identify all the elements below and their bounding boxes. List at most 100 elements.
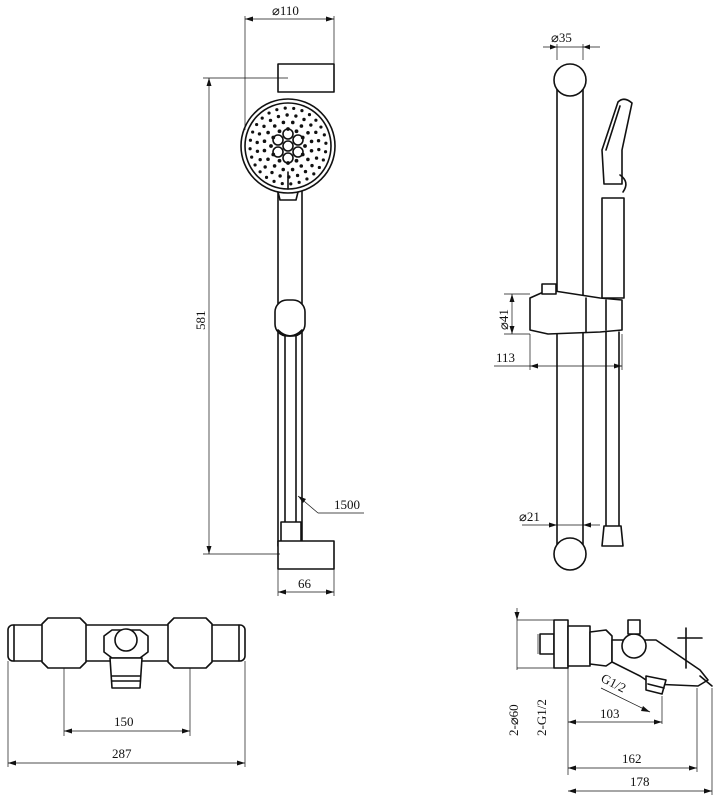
label-spout-reach: 103 xyxy=(600,706,620,721)
nozzle-dot xyxy=(321,158,325,162)
side-hand-shower xyxy=(601,98,633,185)
label-total-width: 287 xyxy=(112,746,132,761)
nozzle-dot xyxy=(303,144,307,148)
label-head-diameter: ⌀110 xyxy=(272,3,299,18)
label-rail-diameter: ⌀35 xyxy=(551,30,572,45)
dim-hose-length: 1500 xyxy=(297,495,364,514)
side-handle-body xyxy=(589,629,613,667)
nozzle-dot xyxy=(316,139,321,143)
dim-slider-diameter: ⌀41 xyxy=(496,293,530,335)
dim-spout-reach: 103 xyxy=(567,668,663,775)
dim-rail-diameter: ⌀35 xyxy=(543,30,600,60)
nozzle-dot xyxy=(306,157,310,162)
nozzle-dot xyxy=(248,147,252,151)
dim-body-depth: 162 xyxy=(568,688,698,772)
nozzle-dot xyxy=(262,124,266,129)
rail-tube xyxy=(277,189,303,547)
nozzle-dot xyxy=(255,149,260,153)
nozzle-dot xyxy=(257,132,262,136)
label-outlet-thread: G1/2 xyxy=(599,670,629,695)
nozzle-dot xyxy=(306,130,310,135)
dim-escutcheon: 2-⌀60 xyxy=(506,608,554,736)
side-bottom-cap xyxy=(553,537,587,571)
nozzle-dot xyxy=(302,117,306,122)
nozzle-dot xyxy=(269,144,273,148)
nozzle-dot xyxy=(294,129,299,134)
nozzle-dot xyxy=(255,140,259,145)
label-slider-diameter: ⌀41 xyxy=(496,309,511,330)
nozzle-dot xyxy=(258,157,262,162)
side-view-mixer xyxy=(539,619,713,695)
nozzle-dot xyxy=(264,175,269,179)
label-hose-length: 1500 xyxy=(334,497,360,512)
nozzle-dot xyxy=(281,167,286,172)
nozzle-dot xyxy=(297,180,301,184)
nozzle-dot xyxy=(272,179,276,183)
nozzle-dot xyxy=(267,111,271,115)
nozzle-dot xyxy=(312,172,316,176)
nozzle-dot xyxy=(277,158,282,163)
label-escutcheon: 2-⌀60 xyxy=(506,704,521,736)
shower-nozzles xyxy=(248,106,328,186)
nozzle-flower xyxy=(272,128,304,164)
nozzle-dot xyxy=(290,167,295,172)
nozzle-dot xyxy=(290,120,295,125)
nozzle-dot xyxy=(266,157,270,162)
nozzle-dot xyxy=(314,130,318,135)
nozzle-dot xyxy=(277,129,282,134)
label-hose-diameter: ⌀21 xyxy=(519,509,540,524)
nozzle-dot xyxy=(248,138,253,142)
nozzle-dot xyxy=(266,130,270,135)
nozzle-dot xyxy=(280,181,284,186)
nozzle-dot xyxy=(281,120,286,125)
nozzle-dot xyxy=(251,130,255,134)
nozzle-dot xyxy=(292,106,296,111)
nozzle-dot xyxy=(314,118,318,122)
label-total-depth: 178 xyxy=(630,774,650,789)
side-body xyxy=(567,625,591,667)
nozzle-dot xyxy=(324,141,328,145)
side-view-shower-rail xyxy=(529,63,633,571)
nozzle-dot xyxy=(253,163,257,167)
dim-hose-diameter: ⌀21 xyxy=(519,509,600,528)
nozzle-dot xyxy=(300,109,304,113)
nozzle-dot xyxy=(260,116,264,120)
nozzle-dot xyxy=(322,133,326,137)
dim-head-diameter: ⌀110 xyxy=(244,3,335,130)
nozzle-dot xyxy=(309,139,314,144)
dim-inlet-thread: 2-G1/2 xyxy=(534,634,549,736)
nozzle-dot xyxy=(272,124,277,128)
dim-total-depth: 178 xyxy=(568,688,713,795)
nozzle-dot xyxy=(307,113,312,117)
side-outlet xyxy=(645,675,667,695)
label-centers: 150 xyxy=(114,714,134,729)
nozzle-dot xyxy=(294,114,298,118)
nozzle-dot xyxy=(262,148,267,153)
label-inlet-thread: 2-G1/2 xyxy=(534,699,549,736)
nozzle-dot xyxy=(303,169,308,174)
nozzle-dot xyxy=(319,125,323,129)
dim-bracket-depth: 66 xyxy=(277,569,335,596)
hose-end xyxy=(280,521,302,543)
nozzle-dot xyxy=(314,156,319,160)
label-bracket-depth: 66 xyxy=(298,576,312,591)
side-inlet xyxy=(539,633,555,655)
nozzle-dot xyxy=(317,165,321,170)
nozzle-dot xyxy=(309,123,313,127)
left-handle xyxy=(41,617,87,669)
bottom-wall-bracket xyxy=(277,540,335,570)
nozzle-dot xyxy=(310,163,314,168)
dim-total-width: 287 xyxy=(7,661,246,767)
right-handle xyxy=(167,617,213,669)
shower-head xyxy=(240,98,336,194)
side-slider xyxy=(529,289,623,335)
side-escutcheon xyxy=(553,619,569,669)
nozzle-dot xyxy=(263,165,267,169)
nozzle-dot xyxy=(309,148,314,153)
nozzle-dot xyxy=(270,170,274,175)
front-view-mixer xyxy=(7,617,246,689)
side-hose-end xyxy=(601,525,624,547)
nozzle-dot xyxy=(255,122,259,127)
side-knob xyxy=(621,633,647,659)
